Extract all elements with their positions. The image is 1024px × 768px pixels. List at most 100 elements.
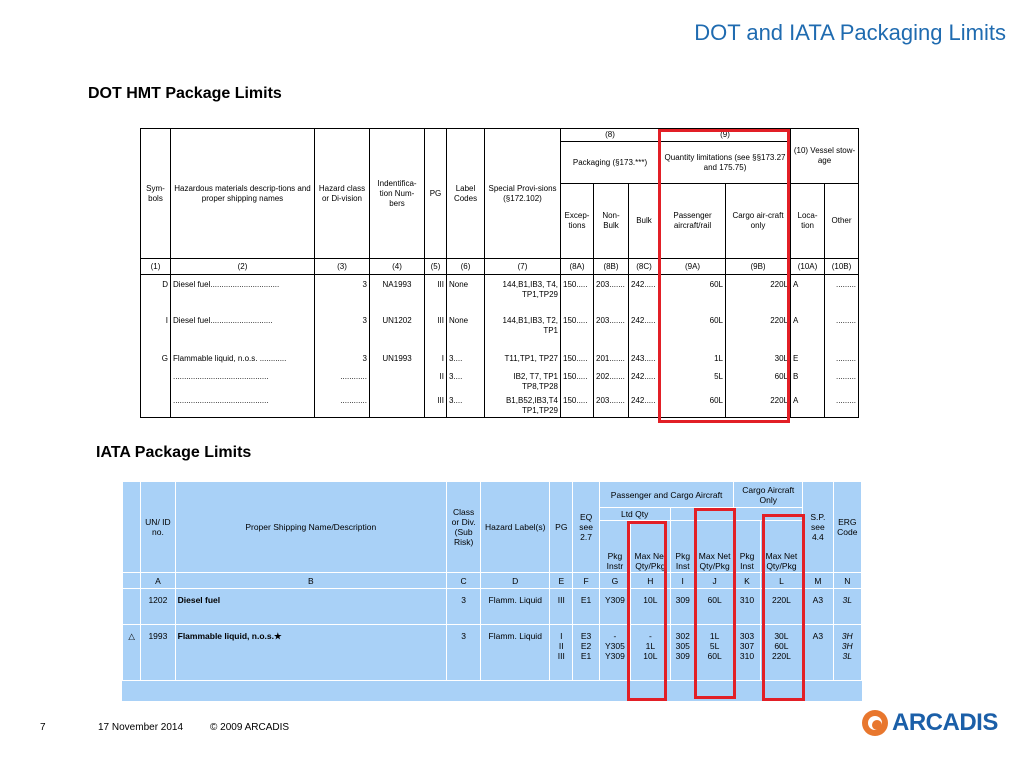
iata-section-heading: IATA Package Limits bbox=[96, 444, 252, 461]
dot-cell: A bbox=[790, 274, 826, 313]
arcadis-logo-icon bbox=[862, 710, 888, 736]
dot-table-row: ........................................… bbox=[140, 392, 860, 418]
dot-cell: Diesel fuel.............................… bbox=[170, 274, 315, 313]
iata-cell: Diesel fuel bbox=[174, 588, 447, 625]
dot-cell: 150..... bbox=[560, 392, 594, 418]
iata-cell: 3 bbox=[445, 624, 482, 681]
iata-cell: 3L bbox=[832, 588, 863, 625]
slide-title: DOT and IATA Packaging Limits bbox=[694, 20, 1006, 45]
dot-table-row: D Diesel fuel...........................… bbox=[140, 274, 860, 313]
iata-header-cell: Pkg Inst bbox=[733, 520, 761, 573]
dot-header-cell: Indentifica-tion Num-bers bbox=[369, 128, 425, 259]
iata-table-row: △ 1993 Flammable liquid, n.o.s.★ 3 Flamm… bbox=[121, 624, 863, 681]
dot-cell: 203....... bbox=[593, 274, 629, 313]
dot-cell bbox=[369, 368, 425, 393]
iata-cell: Flammable liquid, n.o.s.★ bbox=[174, 624, 447, 681]
dot-cell: IB2, T7, TP1 TP8,TP28 bbox=[484, 368, 561, 393]
dot-header-cell: Cargo air-craft only bbox=[725, 183, 792, 259]
iata-cell: Flamm. Liquid bbox=[480, 588, 551, 625]
dot-cell: 150..... bbox=[560, 350, 594, 369]
dot-cell: Diesel fuel............................ bbox=[170, 312, 315, 351]
dot-cell: 60L bbox=[725, 368, 792, 393]
iata-cell: Flamm. Liquid bbox=[480, 624, 551, 681]
dot-cell: 60L bbox=[659, 312, 727, 351]
dot-cell: I bbox=[424, 350, 447, 369]
dot-cell: 3.... bbox=[446, 368, 485, 393]
iata-header-cell: Pkg Instr bbox=[598, 520, 632, 573]
iata-header-cell: Max Net Qty/Pkg bbox=[694, 520, 735, 573]
dot-cell: NA1993 bbox=[369, 274, 425, 313]
iata-cell: 310 bbox=[733, 588, 761, 625]
iata-col-letter: B bbox=[174, 572, 447, 589]
dot-cell: ......... bbox=[824, 368, 860, 393]
iata-col-letter: N bbox=[832, 572, 863, 589]
dot-cell: 242..... bbox=[627, 392, 661, 418]
iata-package-limits-table: UN/ ID no. Proper Shipping Name/Descript… bbox=[121, 481, 863, 701]
iata-header-cell: EQ see 2.7 bbox=[572, 481, 600, 573]
dot-cell: D bbox=[140, 274, 171, 313]
dot-cell: 150..... bbox=[560, 368, 594, 393]
iata-header-cell: ERG Code bbox=[832, 481, 863, 573]
iata-col-letter: E bbox=[549, 572, 574, 589]
iata-header-cell: Class or Div. (Sub Risk) bbox=[445, 481, 482, 573]
iata-col-letter: D bbox=[480, 572, 551, 589]
dot-cell: ......... bbox=[824, 312, 860, 351]
iata-cell: III bbox=[549, 588, 574, 625]
dot-cell: 220L bbox=[725, 274, 792, 313]
dot-group-header: Packaging (§173.***) bbox=[559, 141, 661, 184]
dot-header-cell: Non-Bulk bbox=[593, 183, 629, 259]
arcadis-logo-text: ARCADIS bbox=[892, 709, 998, 736]
dot-cell: G bbox=[140, 350, 171, 369]
dot-cell: 144,B1,IB3, T4, TP1,TP29 bbox=[484, 274, 561, 313]
dot-cell: 3 bbox=[314, 274, 370, 313]
iata-cell: 220L bbox=[759, 588, 804, 625]
iata-col-letter: K bbox=[733, 572, 761, 589]
dot-cell: III bbox=[424, 312, 447, 351]
dot-section-heading: DOT HMT Package Limits bbox=[88, 85, 282, 102]
dot-header-cell: Hazard class or Di-vision bbox=[314, 128, 370, 259]
footer-copyright: © 2009 ARCADIS bbox=[210, 722, 290, 733]
dot-cell: T11,TP1, TP27 bbox=[484, 350, 561, 369]
iata-col-letter: A bbox=[140, 572, 176, 589]
dot-cell: UN1202 bbox=[369, 312, 425, 351]
iata-table-row: 1202 Diesel fuel 3 Flamm. Liquid III E1 … bbox=[121, 588, 863, 625]
dot-cell: UN1993 bbox=[369, 350, 425, 369]
dot-col-number: (8C) bbox=[627, 258, 661, 275]
dot-col-number: (6) bbox=[446, 258, 485, 275]
dot-cell: 3 bbox=[314, 350, 370, 369]
dot-cell bbox=[369, 392, 425, 418]
arcadis-logo: ARCADIS bbox=[862, 708, 998, 738]
dot-cell: 242..... bbox=[627, 368, 661, 393]
dot-group-header: (8) bbox=[559, 128, 661, 142]
dot-cell: ......... bbox=[824, 350, 860, 369]
dot-cell: 3.... bbox=[446, 350, 485, 369]
dot-cell: 150..... bbox=[560, 274, 594, 313]
iata-cell: E1 bbox=[572, 588, 600, 625]
dot-col-number: (3) bbox=[314, 258, 370, 275]
passenger-max-net-highlight bbox=[694, 508, 736, 699]
iata-cell: 3 bbox=[445, 588, 482, 625]
dot-cell: 242..... bbox=[627, 312, 661, 351]
dot-cell: ......... bbox=[824, 274, 860, 313]
dot-col-number: (5) bbox=[424, 258, 447, 275]
iata-marker-col bbox=[121, 572, 142, 589]
dot-cell: None bbox=[446, 274, 485, 313]
dot-cell: 144,B1,IB3, T2, TP1 bbox=[484, 312, 561, 351]
dot-cell: A bbox=[790, 392, 826, 418]
dot-cell: 242..... bbox=[627, 274, 661, 313]
dot-cell: I bbox=[140, 312, 171, 351]
iata-table: UN/ ID no. Proper Shipping Name/Descript… bbox=[121, 481, 863, 681]
dot-cell: B bbox=[790, 368, 826, 393]
iata-group-header: Cargo Aircraft Only bbox=[733, 481, 804, 508]
dot-cell: III bbox=[424, 274, 447, 313]
dot-cell: 243..... bbox=[627, 350, 661, 369]
dot-group-header: Quantity limitations (see §§173.27 and 1… bbox=[659, 141, 792, 184]
dot-header-cell: Sym-bols bbox=[140, 128, 171, 259]
